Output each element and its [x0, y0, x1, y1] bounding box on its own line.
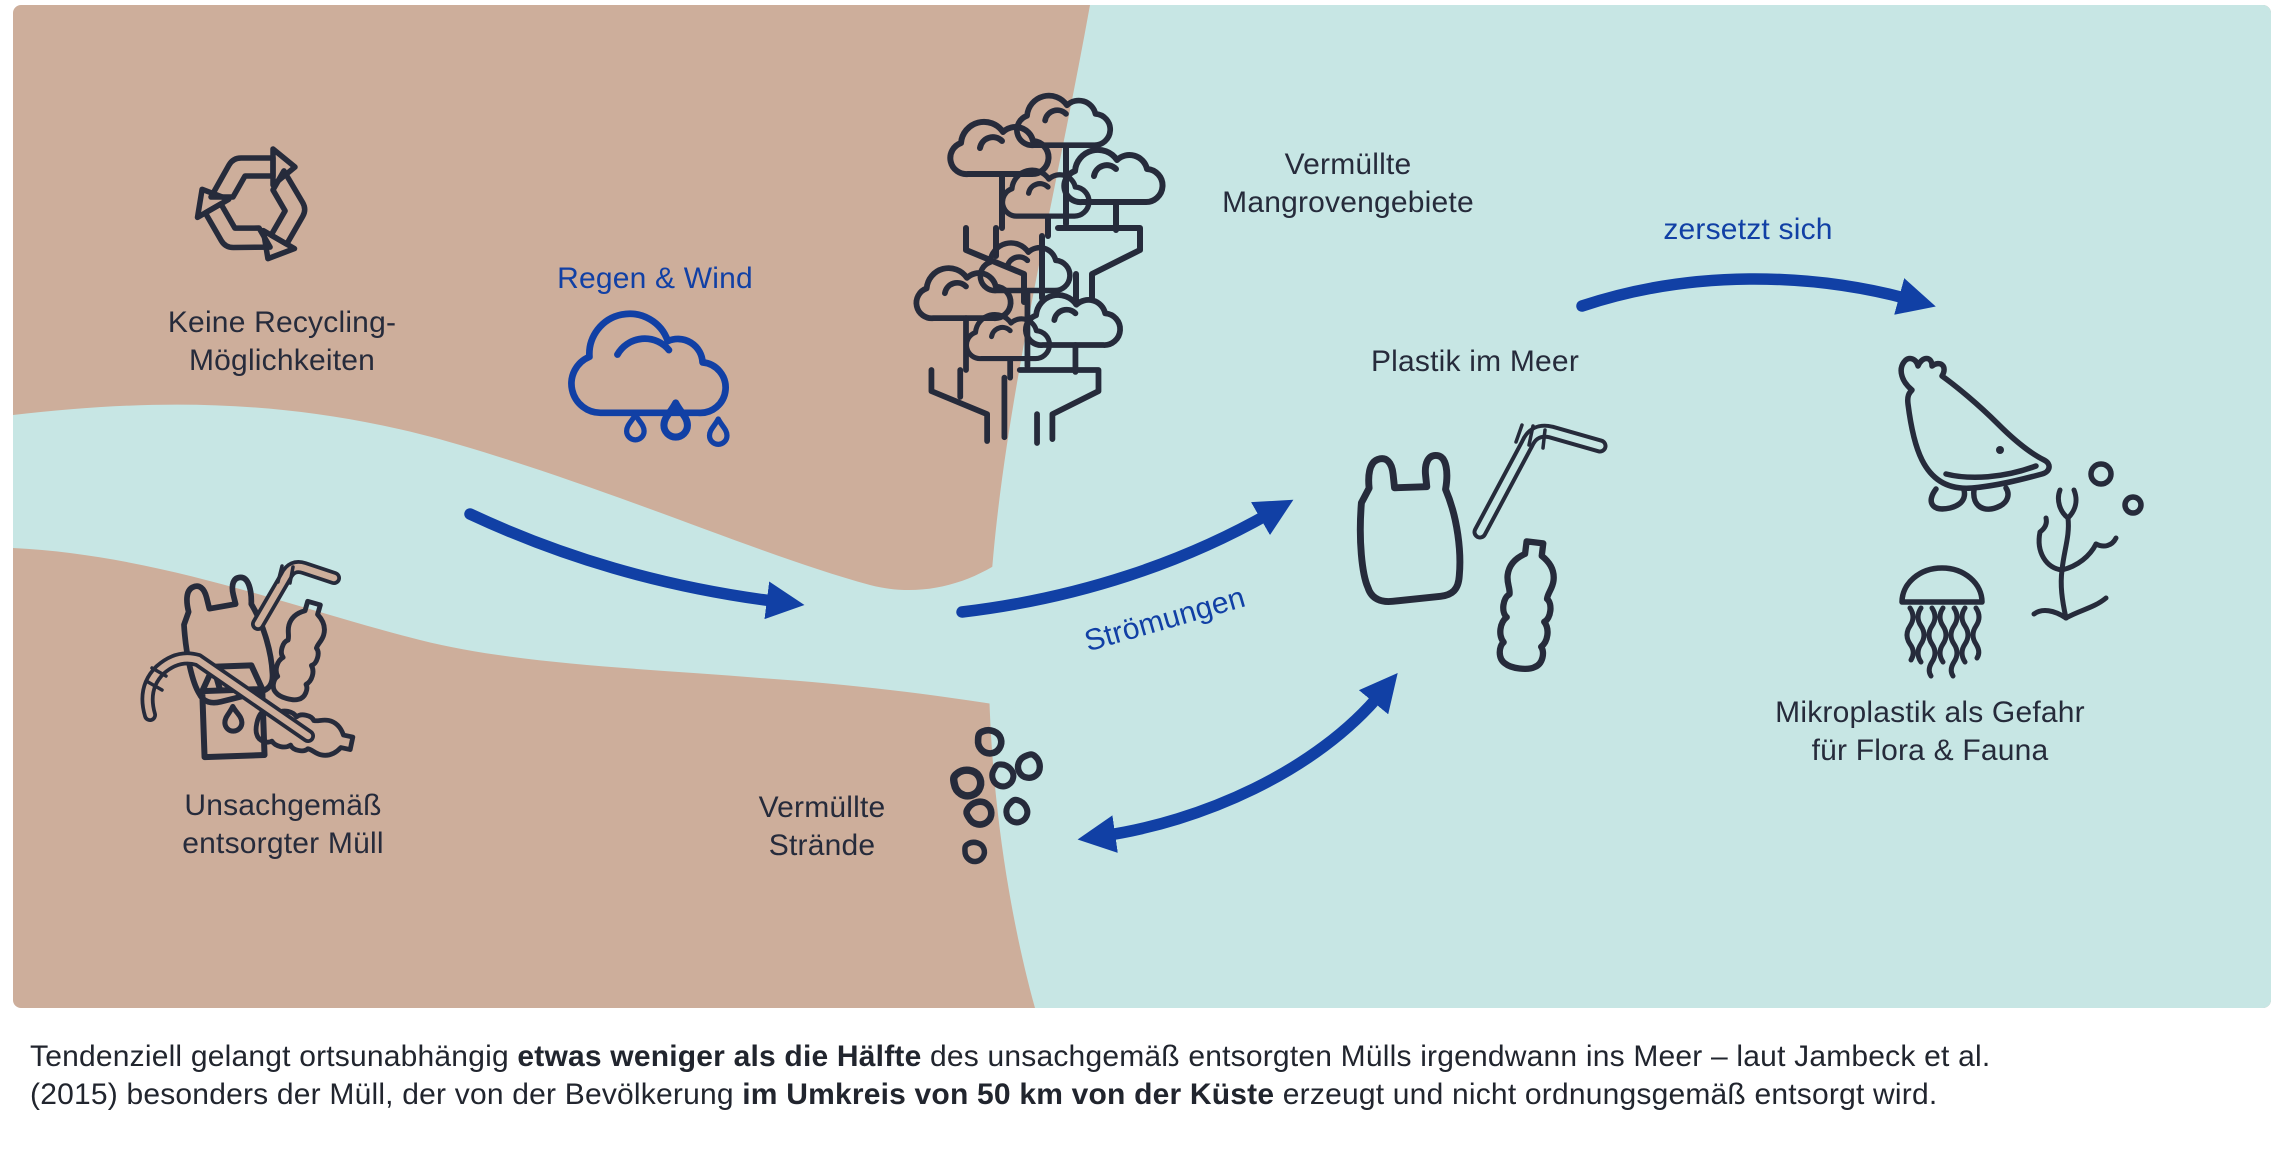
recycling-icon [194, 146, 308, 262]
label-rain-wind: Regen & Wind [557, 262, 753, 295]
label-no-recycling: Keine Recycling- Möglichkeiten [167, 306, 397, 377]
label-plastic-in-sea: Plastik im Meer [1370, 345, 1580, 378]
marine-life-icons [1898, 355, 2144, 679]
bubbles-icon [2088, 461, 2144, 516]
sea-area [988, 5, 2271, 1008]
label-littered-beaches: Vermüllte Strände [758, 791, 886, 862]
infographic-canvas [13, 5, 2271, 1008]
straw-icon [140, 651, 315, 743]
straw-icon [251, 560, 341, 631]
caption-text: Tendenziell gelangt ortsunabhängig [30, 1040, 518, 1073]
label-littered-mangroves: Vermüllte Mangrovengebiete [1222, 148, 1474, 219]
rain-cloud-icon [568, 310, 727, 445]
caption-bold: etwas weniger als die Hälfte [517, 1040, 922, 1073]
straw-icon [1472, 423, 1608, 540]
river-flow-arrow [464, 508, 805, 620]
currents-arrow [956, 499, 1294, 618]
label-decomposes: zersetzt sich [1663, 213, 1833, 246]
caption-bold: im Umkreis von 50 km von der Küste [742, 1078, 1275, 1111]
caption-text: des unsachgemäß entsorgten Mülls irgendw… [30, 1040, 1991, 1111]
milk-carton-icon [199, 662, 268, 761]
caption-text: erzeugt und nicht ordnungsgemäß entsorgt… [1274, 1078, 1938, 1111]
trash-pile-icon [140, 560, 356, 761]
beach-exchange-arrow [1077, 672, 1398, 853]
river [13, 404, 1030, 710]
whale-icon [1898, 355, 2052, 512]
label-improper-waste: Unsachgemäß entsorgter Müll [182, 789, 384, 860]
decompose-arrow [1576, 273, 1936, 315]
jellyfish-icon [1899, 565, 1985, 679]
label-microplastic: Mikroplastik als Gefahr für Flora & Faun… [1775, 696, 2085, 767]
coral-icon [2031, 487, 2119, 621]
sea-plastic-icons [1352, 423, 1608, 671]
caption: Tendenziell gelangt ortsunabhängig etwas… [30, 1038, 2270, 1114]
